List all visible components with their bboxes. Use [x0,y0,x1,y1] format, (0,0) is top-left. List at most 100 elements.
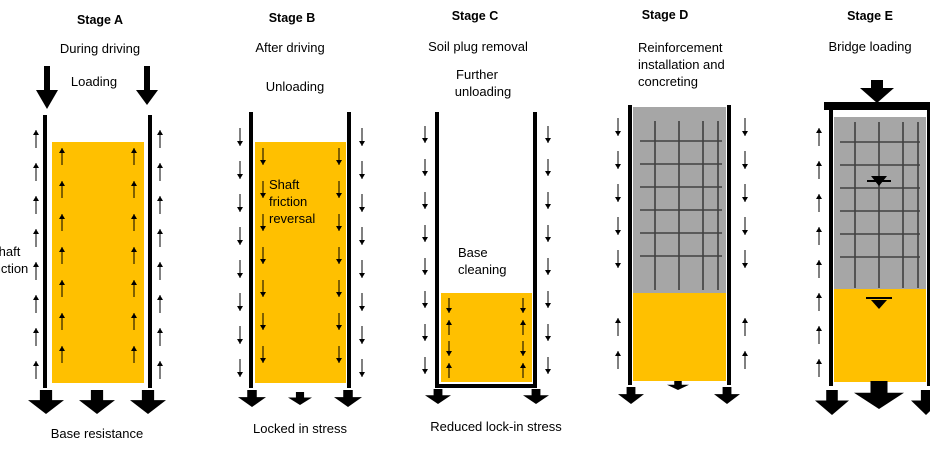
down-arrow-icon [446,298,452,313]
up-arrow-icon [59,214,65,231]
up-arrow-icon [157,328,163,346]
up-arrow-icon [59,148,65,165]
down-arrow-icon [446,341,452,356]
up-arrow-icon [816,161,822,179]
down-arrow-icon [336,313,342,330]
down-arrow-icon [359,227,365,245]
down-arrow-icon [422,192,428,209]
loading-arrow-icon [36,66,58,109]
down-arrow-icon [336,247,342,264]
up-arrow-icon [615,318,621,336]
down-arrow-icon [615,184,621,202]
down-arrow-icon [742,184,748,202]
internal-load-arrow-icon [867,176,891,186]
up-arrow-icon [33,229,39,247]
down-arrow-icon [359,359,365,377]
up-arrow-icon [131,280,137,297]
down-arrow-icon [237,293,243,311]
base-arrow-icon [425,389,451,404]
stage-c-base-cleaning-label: Base cleaning [458,245,506,277]
down-arrow-icon [545,225,551,242]
down-arrow-icon [422,225,428,242]
down-arrow-icon [260,346,266,363]
stage-d-title: Stage D [642,8,689,22]
stage-c-caption: Soil plug removal [428,39,528,54]
down-arrow-icon [545,258,551,275]
stage-b-title: Stage B [269,11,316,25]
down-arrow-icon [336,181,342,198]
down-arrow-icon [359,293,365,311]
stage-b-inner-friction-arrows [260,148,342,363]
down-arrow-icon [545,357,551,374]
stage-c-footer: Reduced lock-in stress [430,419,562,434]
down-arrow-icon [336,346,342,363]
stage-a: Stage A During driving Loading Shaft fri… [0,13,166,441]
up-arrow-icon [33,262,39,280]
stage-c: Stage C Soil plug removal Further unload… [422,9,562,434]
down-arrow-icon [260,280,266,297]
up-arrow-icon [816,359,822,377]
stage-c-base-arrows [425,389,549,404]
stage-c-shaft-walls [435,112,537,388]
up-arrow-icon [157,163,163,181]
stage-b-base-arrows [238,390,362,407]
up-arrow-icon [131,148,137,165]
down-arrow-icon [520,298,526,313]
down-arrow-icon [237,260,243,278]
down-arrow-icon [359,128,365,146]
stage-e-base-arrows [815,381,930,415]
stage-e-reinforcement-cage [840,122,920,288]
base-arrow-icon [79,390,115,414]
base-cleaning-line-1: Base [458,245,488,260]
down-arrow-icon [615,217,621,235]
internal-load-arrow-icon [866,297,892,309]
down-arrow-icon [237,128,243,146]
up-arrow-icon [59,313,65,330]
stage-b: Stage B After driving Unloading Shaft fr… [237,11,365,436]
down-arrow-icon [237,359,243,377]
down-arrow-icon [742,250,748,268]
down-arrow-icon [260,247,266,264]
down-arrow-icon [237,194,243,212]
base-cleaning-line-2: cleaning [458,262,506,277]
up-arrow-icon [742,318,748,336]
stage-d-soil-plug [633,293,726,381]
base-arrow-icon [854,381,904,409]
down-arrow-icon [615,151,621,169]
up-arrow-icon [816,293,822,311]
further-line-1: Further [456,67,499,82]
up-arrow-icon [157,262,163,280]
up-arrow-icon [33,196,39,214]
down-arrow-icon [422,258,428,275]
stage-b-unloading-label: Unloading [266,79,325,94]
up-arrow-icon [157,229,163,247]
stage-b-reversal-label: Shaft friction reversal [266,172,322,228]
stage-c-outer-friction-arrows [422,126,551,374]
down-arrow-icon [545,324,551,341]
up-arrow-icon [59,181,65,198]
up-arrow-icon [615,351,621,369]
stage-d-reinforcement-cage [640,121,722,290]
up-arrow-icon [816,128,822,146]
down-arrow-icon [615,250,621,268]
stage-a-footer: Base resistance [51,426,144,441]
down-arrow-icon [237,161,243,179]
down-arrow-icon [359,194,365,212]
shaft-friction-line-1: Shaft [0,244,21,259]
stage-c-further-unloading-label: Further unloading [455,67,511,99]
down-arrow-icon [422,324,428,341]
down-arrow-icon [545,291,551,308]
stage-c-inner-friction-arrows [446,298,526,378]
stage-d-caption-bg [636,40,738,92]
reversal-line-1: Shaft [269,177,300,192]
stage-b-footer: Locked in stress [253,421,347,436]
down-arrow-icon [615,118,621,136]
up-arrow-icon [33,328,39,346]
up-arrow-icon [816,326,822,344]
stage-a-base-arrows [28,390,166,414]
stage-a-shaft-friction-label: Shaft friction [0,244,28,276]
up-arrow-icon [520,363,526,378]
shaft-friction-line-2: friction [0,261,28,276]
base-arrow-icon [911,390,930,415]
